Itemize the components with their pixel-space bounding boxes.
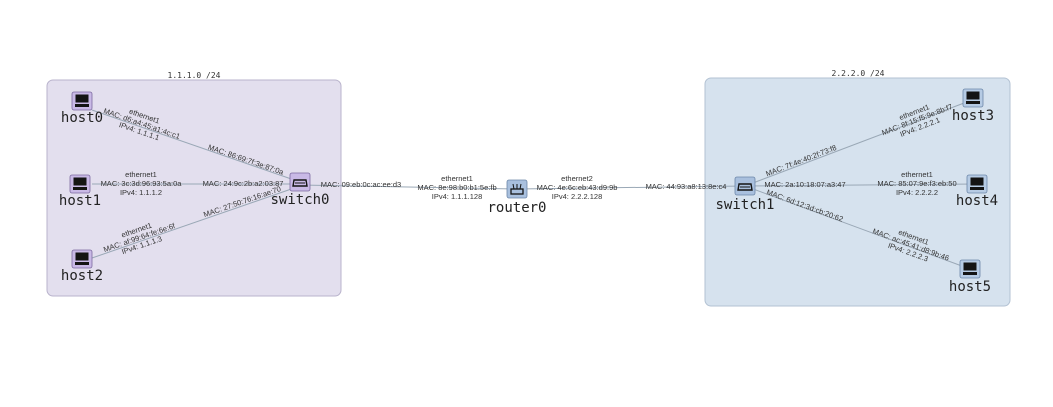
node-host2[interactable]: host2 [61,249,103,284]
node-host5[interactable]: host5 [949,259,991,295]
computer-icon [966,174,988,194]
node-host4[interactable]: host4 [956,174,998,209]
computer-icon [959,259,981,279]
edge-label-iface: ethernet1 [901,170,933,179]
edge-label-ipv4: IPv4: 2.2.2.128 [552,192,602,201]
computer-icon [71,91,93,111]
edge-label-mac: MAC: 44:93:a8:13:8e:c4 [646,182,727,191]
computer-icon [962,88,984,108]
link-router0-switch1 [516,185,746,190]
node-label: host3 [952,108,994,124]
link-switch1-host4 [744,183,978,187]
node-label: host4 [956,193,998,209]
edge-label-mac: MAC: 09:eb:0c:ac:ee:d3 [321,180,401,189]
router-icon [506,179,528,199]
link-switch1-host3 [744,99,973,187]
edge-label-iface: ethernet1 [441,174,473,183]
node-label: host2 [61,268,103,284]
edge-label-host1-side: ethernet1 MAC: 3c:3d:96:93:5a:0a IPv4: 1… [101,170,183,197]
edge-label-ipv4: IPv4: 1.1.1.128 [432,192,482,201]
edge-label-ipv4: IPv4: 2.2.2.2 [896,188,938,197]
node-label: host1 [59,193,101,209]
computer-icon [71,249,93,269]
node-host3[interactable]: host3 [952,88,994,124]
node-label: host5 [949,279,991,295]
edge-label-iface: ethernet1 [125,170,157,179]
switch-icon [289,172,311,192]
subnet-right: 2.2.2.0 /24 [704,69,1011,307]
edge-label-mac: MAC: 4e:6c:eb:43:d9:9b [537,183,618,192]
node-switch1[interactable]: switch1 [715,176,775,213]
edge-label-mac: MAC: 3c:3d:96:93:5a:0a [101,179,183,188]
links [91,99,978,270]
node-host0[interactable]: host0 [61,91,103,126]
edge-label-mac: MAC: 8e:98:b0:b1:5e:fb [417,183,496,192]
subnet-left-label: 1.1.1.0 /24 [168,71,221,80]
subnet-right-label: 2.2.2.0 /24 [832,69,885,78]
link-host2-switch0 [91,185,301,259]
node-switch0[interactable]: switch0 [270,172,330,208]
edge-label-switch1-side: MAC: 2a:10:18:07:a3:47 [764,180,845,189]
edge-label-switch0-uplink: MAC: 09:eb:0c:ac:ee:d3 [321,180,401,189]
edge-label-switch0-side: MAC: 24:9c:2b:a2:03:87 [203,179,284,188]
edge-label-mac: MAC: 2a:10:18:07:a3:47 [764,180,845,189]
edge-label-router0-eth2: ethernet2 MAC: 4e:6c:eb:43:d9:9b IPv4: 2… [537,174,618,201]
edge-label-ipv4: IPv4: 1.1.1.2 [120,188,162,197]
edge-label-mac: MAC: 85:07:9e:f3:eb:50 [877,179,956,188]
link-switch0-router0 [299,184,518,190]
node-label: host0 [61,110,103,126]
edge-label-router0-eth1: ethernet1 MAC: 8e:98:b0:b1:5e:fb IPv4: 1… [417,174,496,201]
subnet-left-box [46,79,342,297]
link-switch1-host5 [744,185,971,270]
node-router0[interactable]: router0 [487,179,547,216]
link-host0-switch0 [91,109,301,183]
edge-label-switch1-uplink: MAC: 44:93:a8:13:8e:c4 [646,182,727,191]
subnet-right-box [704,77,1011,307]
edge-label-iface: ethernet2 [561,174,593,183]
edge-label-host4-side: ethernet1 MAC: 85:07:9e:f3:eb:50 IPv4: 2… [877,170,956,197]
node-label: router0 [487,200,546,216]
subnet-left: 1.1.1.0 /24 [46,71,342,297]
node-label: switch0 [270,192,329,208]
edge-label-mac: MAC: 24:9c:2b:a2:03:87 [203,179,284,188]
node-host1[interactable]: host1 [59,174,101,209]
computer-icon [69,174,91,194]
node-label: switch1 [715,197,774,213]
switch-icon [734,176,756,196]
